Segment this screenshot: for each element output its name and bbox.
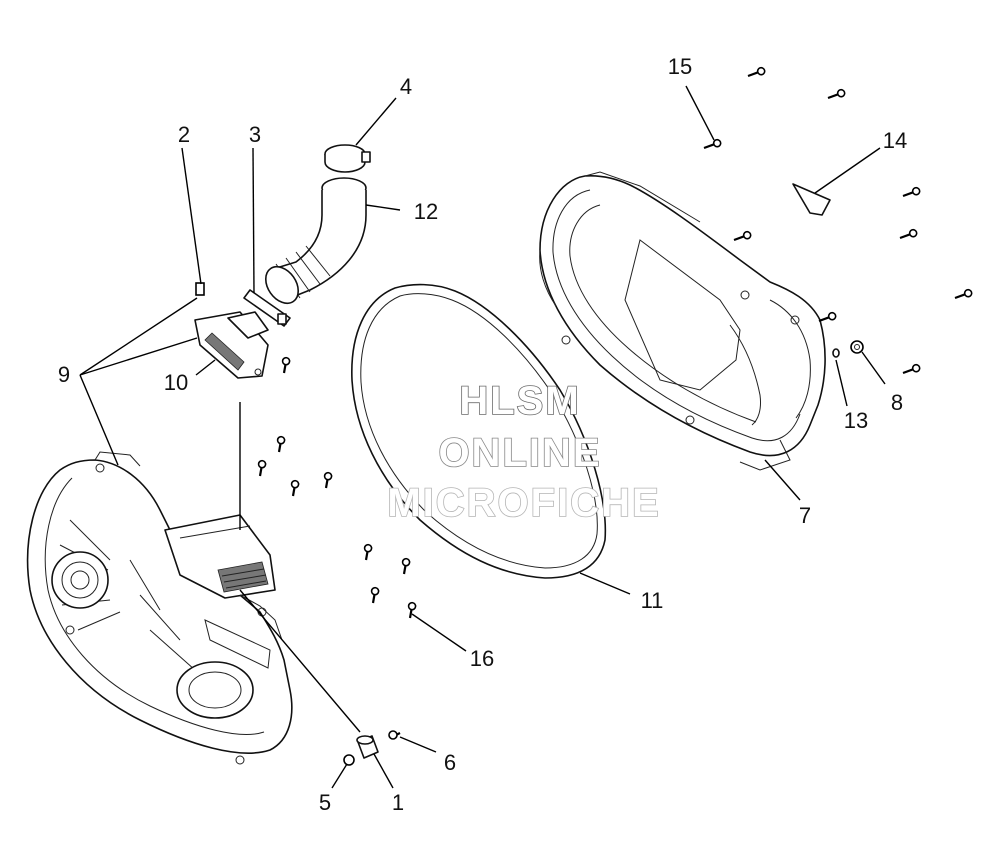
screw-6 <box>388 730 401 740</box>
part-label-6: 6 <box>444 750 456 775</box>
intake-boot <box>264 177 367 305</box>
watermark-line-3: MICROFICHE <box>387 481 660 525</box>
intake-adapter <box>194 311 269 379</box>
part-label-9: 9 <box>58 362 70 387</box>
screw-2 <box>195 282 205 296</box>
part-label-15: 15 <box>668 54 692 79</box>
o-ring <box>832 348 840 358</box>
part-label-1: 1 <box>392 790 404 815</box>
drive-belt <box>351 283 607 579</box>
cover-nut <box>850 340 864 354</box>
bumper <box>356 735 379 759</box>
leader-lines <box>79 85 886 789</box>
part-label-3: 3 <box>249 122 261 147</box>
part-label-4: 4 <box>400 74 412 99</box>
outer-clutch-cover <box>26 451 293 765</box>
inner-clutch-cover <box>539 171 826 471</box>
part-label-5: 5 <box>319 790 331 815</box>
part-label-10: 10 <box>164 370 188 395</box>
decal <box>792 183 831 216</box>
part-label-8: 8 <box>891 390 903 415</box>
hose-clamp-4 <box>324 144 371 173</box>
part-label-12: 12 <box>414 199 438 224</box>
part-label-13: 13 <box>844 408 868 433</box>
bolts-15 <box>703 66 973 375</box>
nut <box>343 754 355 766</box>
watermark: HLSM ONLINE MICROFICHE <box>387 378 660 526</box>
part-label-14: 14 <box>883 128 907 153</box>
watermark-line-2: ONLINE <box>438 431 601 475</box>
part-label-11: 11 <box>641 588 664 613</box>
part-label-7: 7 <box>799 503 811 528</box>
part-label-2: 2 <box>178 122 190 147</box>
hose-clamp-3 <box>243 289 291 327</box>
part-labels: 1 2 3 4 5 6 7 8 9 10 11 12 13 14 15 16 <box>58 54 907 815</box>
watermark-line-1: HLSM <box>459 379 580 423</box>
bolts-16 <box>257 356 417 619</box>
part-label-16: 16 <box>470 646 494 671</box>
